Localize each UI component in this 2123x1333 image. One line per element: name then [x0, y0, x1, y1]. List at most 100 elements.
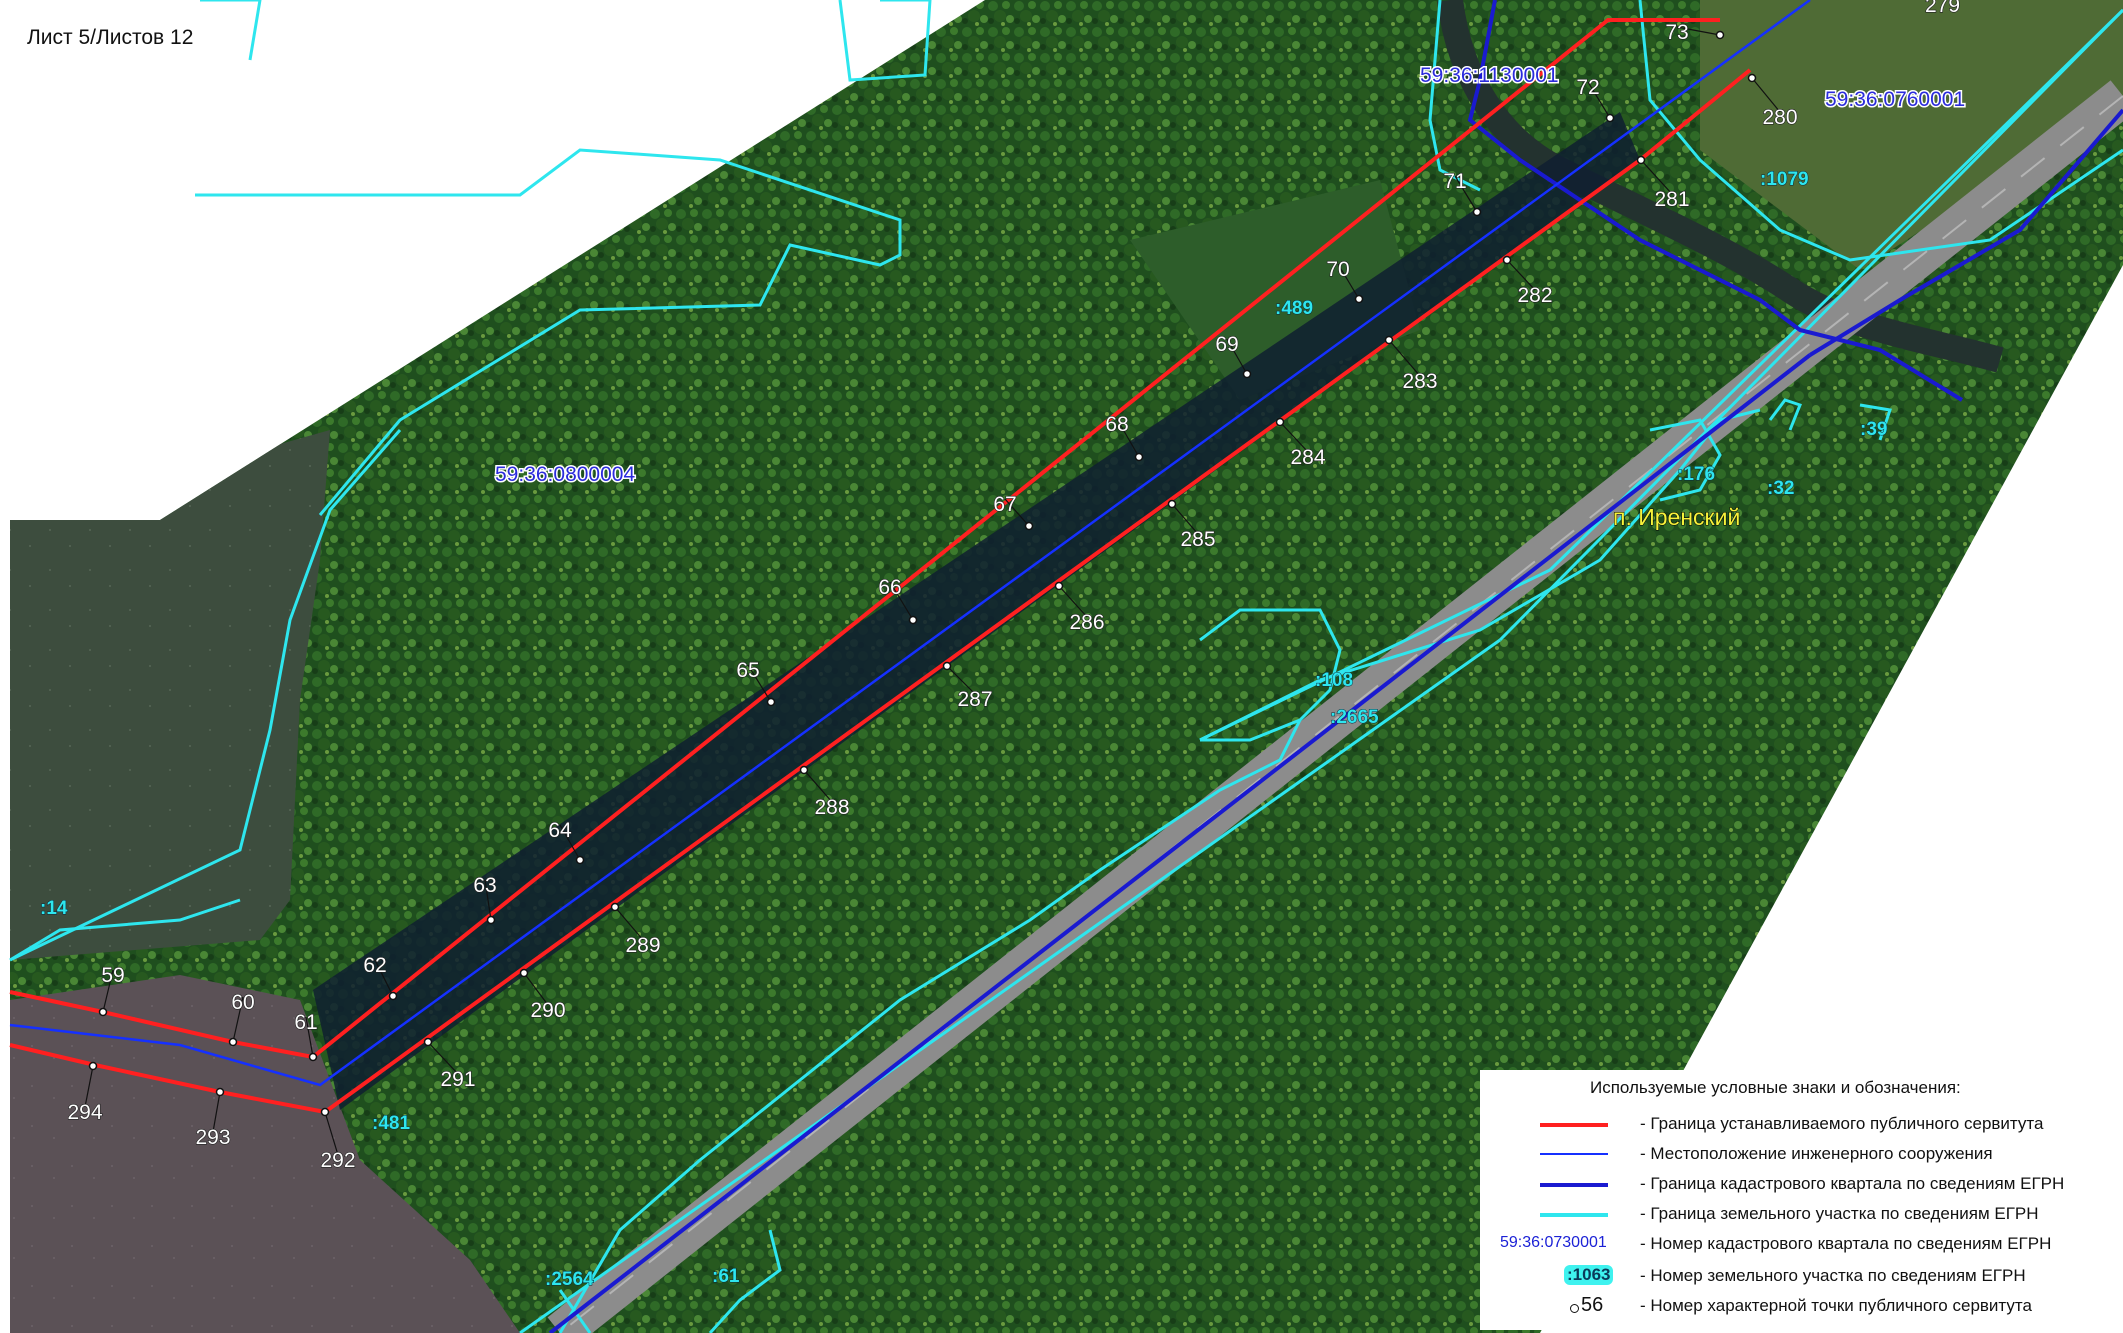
lower-point-marker[interactable] [1502, 255, 1512, 265]
lower-point-marker[interactable] [610, 902, 620, 912]
upper-point-marker[interactable] [1024, 521, 1034, 531]
upper-point-leader [1587, 81, 1611, 119]
parcel-label[interactable]: :39 [1860, 419, 1888, 441]
upper-point-leader [1116, 418, 1140, 458]
kvartal-label[interactable]: 59:36:0760001 [1824, 87, 1967, 113]
kvartal-boundaries [548, 0, 2123, 1333]
upper-point-marker[interactable] [575, 855, 585, 865]
legend-symbol: :1063 [1480, 1262, 1620, 1290]
upper-point-marker[interactable] [1715, 30, 1725, 40]
legend-text: - Граница кадастрового квартала по сведе… [1640, 1174, 2065, 1193]
lower-point-label: 286 [1069, 611, 1104, 634]
lower-point-label: 288 [814, 796, 849, 819]
upper-point-marker[interactable] [1354, 294, 1364, 304]
upper-point-leader [559, 824, 581, 861]
upper-point-leader [305, 1016, 314, 1058]
upper-point-marker[interactable] [1472, 207, 1482, 217]
servitude-boundary [9, 18, 1752, 1115]
upper-point-marker[interactable] [388, 991, 398, 1001]
field-left [10, 430, 330, 960]
lower-point-leader [1640, 159, 1673, 195]
lower-point-leader [212, 1091, 221, 1133]
lower-point-leader [1279, 421, 1309, 453]
upper-point-marker[interactable] [1242, 369, 1252, 379]
parcel-label[interactable]: :61 [712, 1266, 741, 1288]
upper-point-leader [1454, 175, 1478, 213]
kvartal-number-sample: 59:36:0730001 [1500, 1234, 1607, 1251]
lower-point-marker[interactable] [942, 661, 952, 671]
lower-point-marker[interactable] [1384, 335, 1394, 345]
upper-point-leader [484, 879, 492, 921]
legend-symbol [1480, 1110, 1620, 1138]
lower-point-marker[interactable] [1167, 499, 1177, 509]
lower-point-marker[interactable] [423, 1037, 433, 1047]
lower-point-marker[interactable] [1636, 155, 1646, 165]
legend-text: - Местоположение инженерного сооружения [1640, 1144, 1993, 1163]
parcel-label[interactable]: :176 [1677, 464, 1716, 486]
legend: Используемые условные знаки и обозначени… [1480, 1070, 2120, 1330]
upper-point-marker[interactable] [766, 697, 776, 707]
lower-point-label: 285 [1180, 528, 1215, 551]
kvartal-label[interactable]: 59:36:1130001 [1419, 63, 1561, 89]
lower-point-marker[interactable] [320, 1107, 330, 1117]
upper-point-label: 61 [294, 1011, 317, 1034]
lower-point-leader [1751, 77, 1781, 113]
upper-point-marker[interactable] [486, 915, 496, 925]
lower-point-leader [1171, 503, 1199, 535]
settlement-label[interactable]: п. Иренский [1613, 504, 1741, 531]
parcel-label[interactable]: :2665 [1330, 707, 1380, 729]
lower-point-leader [1058, 585, 1088, 618]
lower-point-leader [324, 1111, 339, 1156]
lower-point-marker[interactable] [799, 765, 809, 775]
legend-row-kvartal-boundary: - Граница кадастрового квартала по сведе… [1480, 1170, 2120, 1198]
lower-point-marker[interactable] [215, 1087, 225, 1097]
lower-point-marker[interactable] [1054, 581, 1064, 591]
lower-point-leader [1388, 339, 1421, 377]
parcel-label[interactable]: :1079 [1760, 169, 1810, 191]
lower-point-leader [1506, 259, 1536, 291]
parcel-label[interactable]: :32 [1767, 478, 1795, 500]
upper-point-label: 66 [878, 576, 901, 599]
legend-text: - Граница устанавливаемого публичного се… [1640, 1114, 2044, 1133]
lower-point-label: 294 [67, 1101, 102, 1124]
parcel-label[interactable]: :108 [1315, 670, 1354, 692]
kvartal-label[interactable]: 59:36:0800004 [494, 462, 637, 488]
lower-point-label: 287 [957, 688, 992, 711]
upper-point-label: 60 [231, 991, 254, 1014]
engineering-structure-line [9, 0, 1811, 1087]
lower-point-leader [427, 1041, 459, 1075]
lower-point-marker[interactable] [1747, 73, 1757, 83]
upper-point-marker[interactable] [308, 1052, 318, 1062]
upper-point-leader [102, 969, 114, 1013]
parcel-label[interactable]: :481 [372, 1113, 411, 1135]
upper-point-label: 68 [1105, 413, 1128, 436]
legend-text: - Номер характерной точки публичного сер… [1640, 1296, 2032, 1315]
lower-point-marker[interactable] [1275, 417, 1285, 427]
upper-point-leader [1004, 498, 1030, 527]
upper-point-marker[interactable] [1134, 452, 1144, 462]
parcel-label[interactable]: :2564 [545, 1269, 595, 1291]
servitude-points: 5960616263646566676869707172732942932922… [67, 20, 1798, 1172]
legend-row-parcel-number: :1063 - Номер земельного участка по свед… [1480, 1262, 2120, 1290]
lower-point-label: 292 [320, 1149, 355, 1172]
lower-point-label: 293 [195, 1126, 230, 1149]
lower-point-marker[interactable] [88, 1061, 98, 1071]
lower-point-marker[interactable] [519, 968, 529, 978]
upper-point-marker[interactable] [908, 615, 918, 625]
parcel-label[interactable]: :14 [40, 898, 69, 920]
parcel-label[interactable]: :489 [1275, 298, 1314, 320]
lower-point-leader [946, 665, 976, 695]
upper-point-marker[interactable] [1605, 113, 1615, 123]
upper-point-leader [1337, 263, 1360, 300]
upper-point-marker[interactable] [228, 1037, 238, 1047]
upper-point-leader [747, 664, 772, 703]
upper-point-marker[interactable] [98, 1007, 108, 1017]
sheet-number-label: Лист 5/Листов 12 [27, 26, 194, 49]
legend-symbol [1480, 1170, 1620, 1198]
upper-point-leader [1676, 26, 1721, 36]
upper-point-label: 73 [1665, 21, 1688, 44]
meadow-top-right [1700, 0, 2123, 270]
lower-point-label: 289 [625, 934, 660, 957]
